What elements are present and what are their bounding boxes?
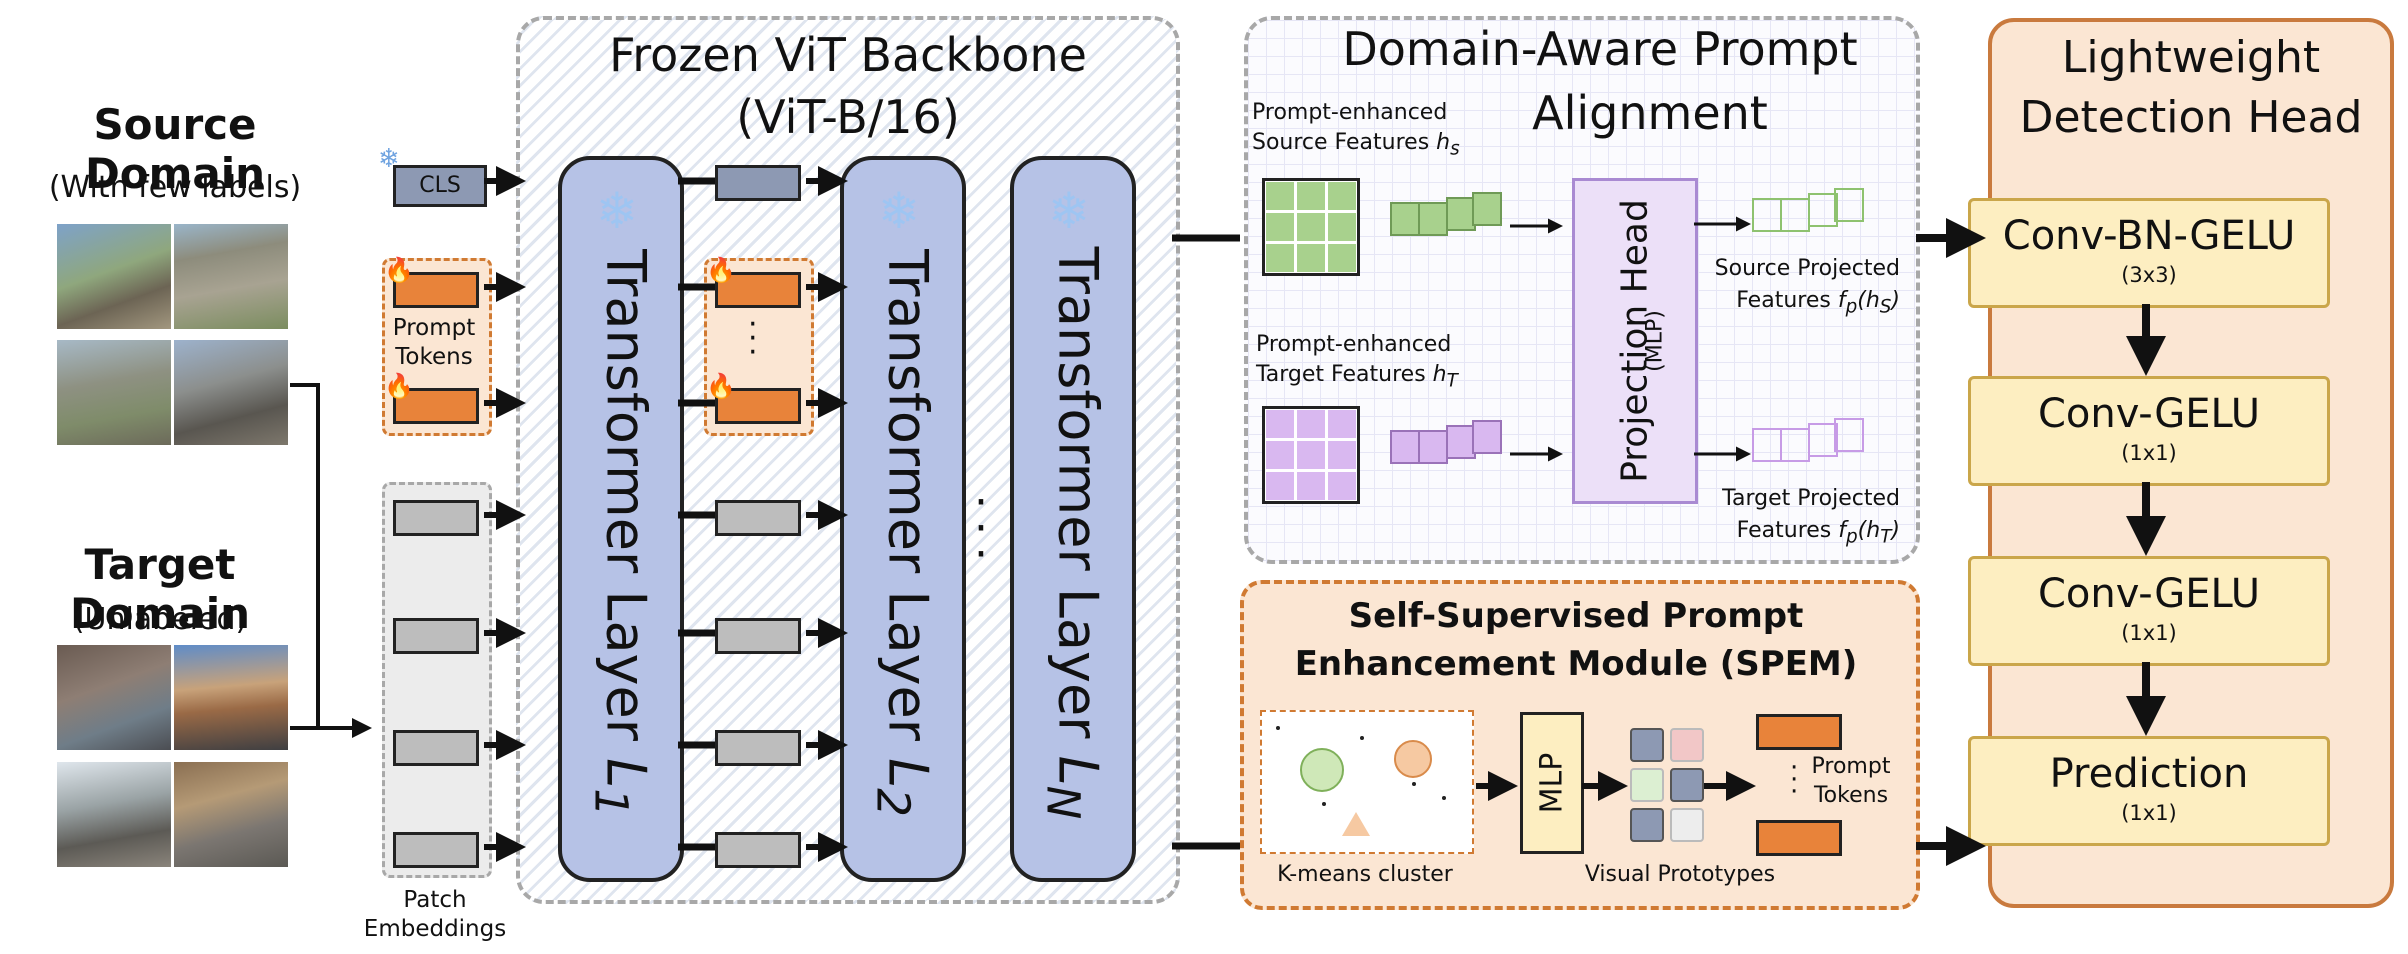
spem-title: Self-Supervised Prompt: [1348, 596, 1804, 636]
snowflake-icon: ❄: [1048, 182, 1090, 240]
source-feature-cubes: [1390, 192, 1502, 240]
patch-embedding-group: [382, 482, 492, 878]
prototype: [1630, 728, 1664, 762]
prototype: [1670, 728, 1704, 762]
spem-prompt-token: [1756, 714, 1842, 750]
snowflake-icon: ❄: [878, 182, 920, 240]
cls-token: CLS: [393, 165, 487, 207]
backbone-title: Frozen ViT Backbone: [609, 28, 1087, 82]
transformer-layer-n: ❄ Transformer Layer LN: [1010, 156, 1136, 882]
prompt-token: [393, 272, 479, 308]
target-domain-subtitle: (Unlabeled): [72, 602, 248, 637]
patch-token: [715, 618, 801, 654]
src-proj-label: Source Projected: [1714, 256, 1900, 281]
snowflake-icon: ❄: [378, 144, 400, 174]
source-photo-4: [172, 338, 290, 447]
conv-gelu-block-2: Conv-GELU (1x1): [1968, 556, 2330, 666]
projection-head: Projection Head (MLP): [1572, 178, 1698, 504]
ellipsis: ···: [748, 307, 758, 370]
patch-token: [393, 832, 479, 868]
target-projected-cubes: [1752, 418, 1864, 466]
tgt-features-label-2: Target Features hT: [1256, 362, 1458, 392]
source-projected-cubes: [1752, 188, 1864, 236]
src-features-label: Prompt-enhanced: [1252, 100, 1448, 125]
src-proj-label-2: Features fp(hS): [1736, 288, 1900, 318]
fire-icon: 🔥: [706, 372, 736, 400]
tgt-proj-label-2: Features fp(hT): [1736, 518, 1900, 548]
patch-token: [715, 832, 801, 868]
target-domain-title: Target Domain: [69, 540, 251, 638]
fire-icon: 🔥: [384, 372, 414, 400]
prototype: [1630, 808, 1664, 842]
kmeans-plot: [1260, 710, 1474, 854]
prediction-block: Prediction (1x1): [1968, 736, 2330, 846]
prototype: [1670, 808, 1704, 842]
alignment-title: Domain-Aware Prompt: [1342, 22, 1858, 76]
kmeans-label: K-means cluster: [1277, 862, 1453, 887]
patch-token: [715, 730, 801, 766]
transformer-layer-1: ❄ Transformer Layer L1: [558, 156, 684, 882]
fire-icon: 🔥: [706, 256, 736, 284]
head-title: Lightweight: [2061, 32, 2321, 83]
target-photo-2: [172, 643, 290, 752]
target-feature-grid: [1262, 406, 1360, 504]
patch-token: [393, 500, 479, 536]
ellipsis: ···: [1790, 753, 1799, 807]
alignment-title-2: Alignment: [1532, 86, 1768, 140]
prototype: [1670, 768, 1704, 802]
cls-token-mid: [715, 165, 801, 201]
patch-token: [393, 618, 479, 654]
prototype: [1630, 768, 1664, 802]
target-photo-4: [172, 760, 290, 869]
prompt-token: [715, 272, 801, 308]
head-title-2: Detection Head: [2019, 92, 2363, 143]
snowflake-icon: ❄: [596, 182, 638, 240]
patch-token: [393, 730, 479, 766]
layer-ellipsis: ···: [974, 477, 988, 580]
fire-icon: 🔥: [384, 256, 414, 284]
backbone-subtitle: (ViT-B/16): [736, 90, 960, 144]
src-features-label-2: Source Features hs: [1252, 130, 1460, 160]
patch-token: [715, 500, 801, 536]
patch-embeddings-label: Patch Embeddings: [363, 887, 507, 942]
spem-prompt-token: [1756, 820, 1842, 856]
prompt-token: [393, 388, 479, 424]
tgt-proj-label: Target Projected: [1722, 486, 1900, 511]
transformer-layer-2: ❄ Transformer Layer L2: [840, 156, 966, 882]
source-feature-grid: [1262, 178, 1360, 276]
spem-prompt-tokens-label: Prompt Tokens: [1811, 754, 1891, 808]
conv-gelu-block-1: Conv-GELU (1x1): [1968, 376, 2330, 486]
prototypes-label: Visual Prototypes: [1584, 862, 1776, 887]
prompt-token: [715, 388, 801, 424]
source-photo-3: [55, 338, 173, 447]
target-feature-cubes: [1390, 420, 1502, 468]
prompt-tokens-label: Prompt Tokens: [392, 315, 476, 370]
tgt-features-label: Prompt-enhanced: [1256, 332, 1452, 357]
spem-title-2: Enhancement Module (SPEM): [1294, 644, 1858, 684]
source-domain-title: Source Domain: [84, 100, 266, 198]
source-photo-2: [172, 222, 290, 331]
source-domain-subtitle: (With few labels): [48, 170, 302, 205]
